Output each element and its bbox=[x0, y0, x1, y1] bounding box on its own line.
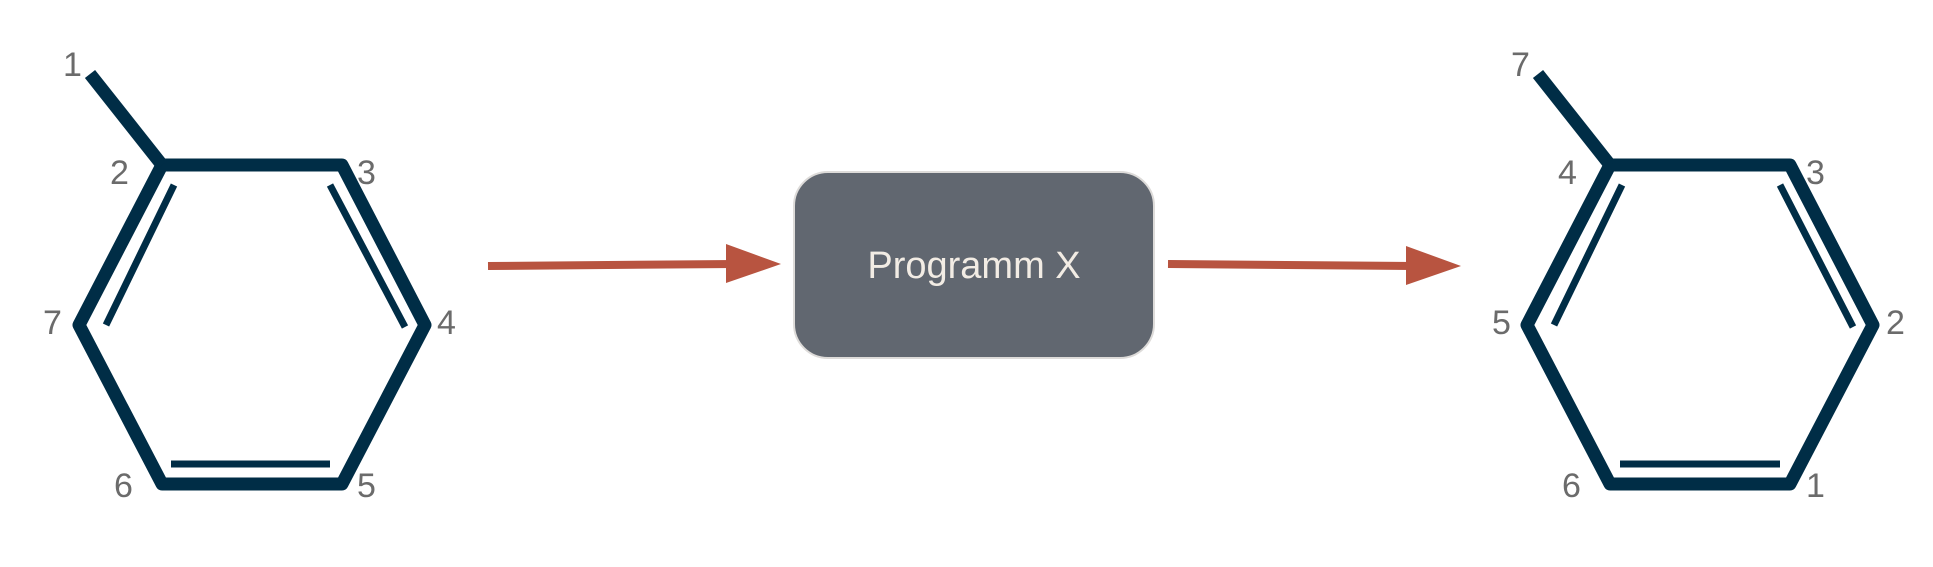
left-label-c7: 7 bbox=[43, 304, 62, 342]
left-label-c5: 5 bbox=[357, 467, 376, 505]
right-methyl-bond bbox=[1532, 69, 1616, 170]
process-label: Programm X bbox=[867, 245, 1080, 287]
right-ring bbox=[1520, 158, 1880, 491]
left-ring bbox=[72, 158, 432, 491]
left-label-c6: 6 bbox=[114, 467, 133, 505]
left-double-bond-left bbox=[102, 183, 178, 327]
left-label-c4: 4 bbox=[437, 304, 456, 342]
right-label-methyl: 7 bbox=[1511, 46, 1530, 84]
right-label-c5: 5 bbox=[1492, 304, 1511, 342]
left-double-bond-right bbox=[326, 183, 409, 329]
input-arrow bbox=[487, 244, 781, 283]
left-label-c2: 2 bbox=[110, 154, 129, 192]
right-label-c1: 1 bbox=[1806, 467, 1825, 505]
right-label-c6: 6 bbox=[1562, 467, 1581, 505]
right-double-bond-left bbox=[1550, 183, 1626, 327]
output-arrow bbox=[1167, 246, 1461, 285]
left-methyl-bond bbox=[84, 69, 168, 170]
right-label-c4: 4 bbox=[1558, 154, 1577, 192]
right-label-c3: 3 bbox=[1806, 154, 1825, 192]
left-label-methyl: 1 bbox=[63, 46, 82, 84]
right-molecule bbox=[1520, 69, 1880, 491]
left-molecule bbox=[72, 69, 432, 491]
left-atom-labels: 1 2 3 4 5 6 7 bbox=[43, 46, 456, 505]
right-label-c2: 2 bbox=[1886, 304, 1905, 342]
left-label-c3: 3 bbox=[357, 154, 376, 192]
input-arrow-head bbox=[726, 244, 781, 283]
process-box: Programm X bbox=[793, 171, 1155, 359]
right-atom-labels: 7 4 3 2 1 6 5 bbox=[1492, 46, 1905, 505]
output-arrow-head bbox=[1406, 246, 1461, 285]
right-double-bond-right bbox=[1776, 183, 1857, 329]
